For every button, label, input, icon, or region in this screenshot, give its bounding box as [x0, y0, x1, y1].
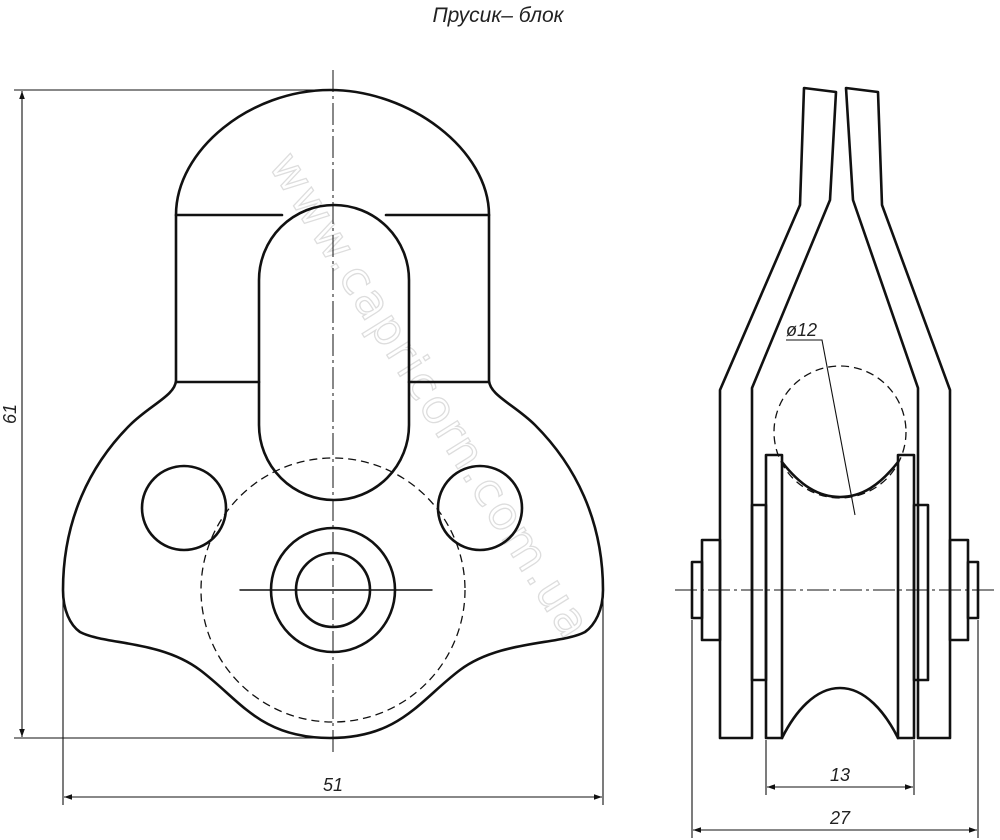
watermark: www.capricorn.com.ua: [259, 142, 603, 648]
front-view: 61 51: [0, 70, 605, 805]
sheave-groove-top: [780, 460, 900, 499]
side-view: ø12 13 27: [675, 86, 995, 838]
rope-slot: [257, 203, 411, 502]
sheave-flange-right: [896, 453, 916, 740]
right-cheek-plate: [844, 86, 952, 740]
pulley-body-outline: [61, 88, 605, 740]
sheave-groove-bottom: [780, 686, 900, 740]
bushing-left: [750, 503, 768, 682]
hidden-sheave-circle: [200, 457, 466, 723]
rope-section-circle: [773, 365, 907, 499]
sheave-diameter-label: ø12: [786, 320, 817, 340]
left-hole: [140, 464, 228, 552]
total-width-label: 27: [829, 808, 851, 828]
sheave-flange-left: [764, 453, 784, 740]
right-hole: [436, 464, 524, 552]
diameter-leader-line: [786, 339, 856, 516]
height-dimension-label: 61: [0, 404, 20, 424]
left-cheek-plate: [718, 86, 838, 740]
width-dimension-label: 51: [323, 775, 343, 795]
bushing-right: [912, 503, 930, 682]
drawing-title: Прусик– блок: [432, 4, 564, 27]
sheave-width-label: 13: [830, 765, 850, 785]
